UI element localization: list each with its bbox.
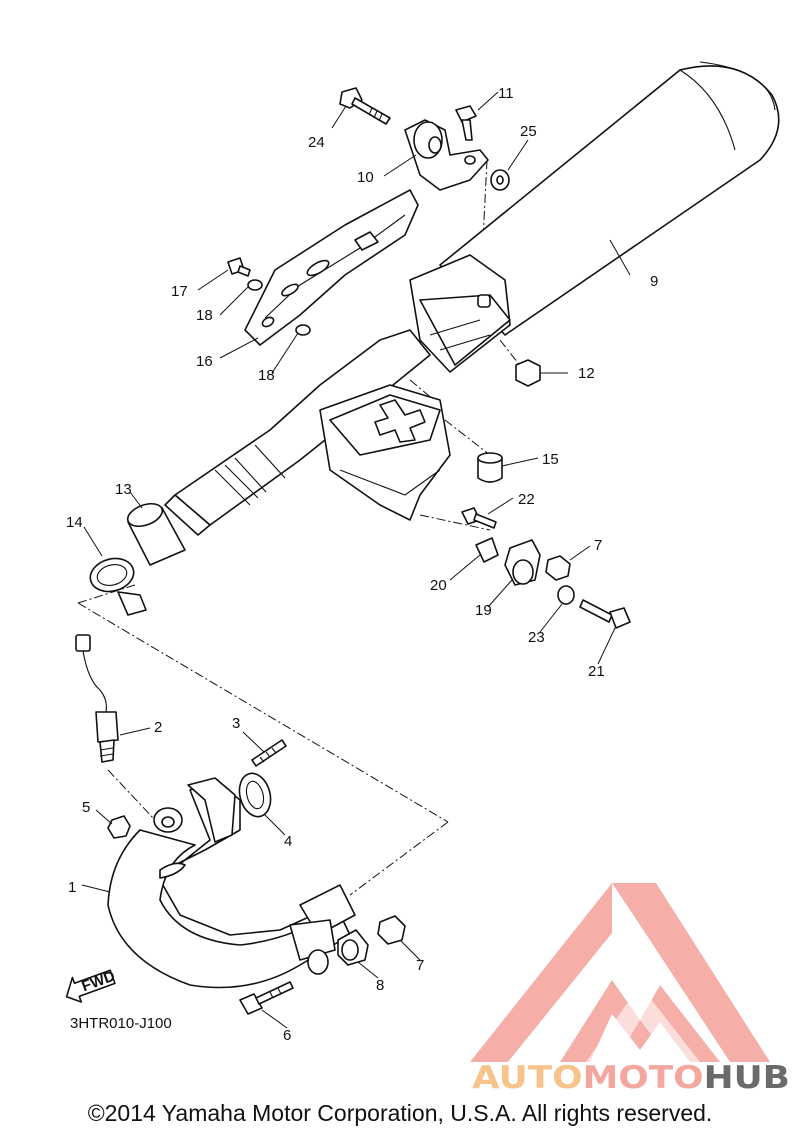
part-label-17: 17: [171, 283, 188, 300]
part-label-22: 22: [518, 491, 535, 508]
nut-12: [515, 359, 541, 387]
bolt-11: [455, 105, 477, 141]
fwd-label: FWD: [79, 968, 117, 996]
collar-20: [475, 537, 499, 563]
part-label-14: 14: [66, 514, 83, 531]
logo-triangle: [470, 883, 770, 1062]
bolt-24: [339, 87, 391, 125]
exhaust-pipe: [107, 777, 356, 989]
part-label-9: 9: [650, 273, 658, 290]
nut-5: [107, 815, 131, 839]
damper-8: [337, 929, 369, 966]
bolt-21: [579, 599, 631, 629]
bracket-10: [404, 119, 489, 191]
washer-18-a: [247, 279, 263, 291]
oxygen-sensor: [75, 634, 119, 763]
washer-23: [557, 585, 575, 605]
part-label-18b: 18: [258, 367, 275, 384]
part-label-7-front: 7: [416, 957, 424, 974]
silencer-pipe: [164, 329, 431, 536]
muffler: [439, 61, 780, 336]
muffler-body: [409, 254, 511, 373]
part-label-20: 20: [430, 577, 447, 594]
part-label-24: 24: [308, 134, 325, 151]
gasket-13: [126, 502, 186, 566]
part-label-19: 19: [475, 602, 492, 619]
watermark-auto: AUTO: [472, 1060, 583, 1096]
stud-bolt-3: [251, 739, 287, 767]
part-label-12: 12: [578, 365, 595, 382]
damper-15: [477, 452, 503, 483]
gasket-4: [238, 772, 272, 818]
part-labels: 11 25 24 10 9 17 18 16 18 12 15 13 22 14…: [66, 85, 658, 1044]
part-label-8: 8: [376, 977, 384, 994]
part-label-7-rear: 7: [594, 537, 602, 554]
copyright-notice: ©2014 Yamaha Motor Corporation, U.S.A. A…: [87, 1100, 713, 1126]
bolt-17: [227, 257, 251, 277]
fwd-arrow: FWD: [65, 968, 117, 1003]
nut-7-rear: [545, 555, 571, 581]
part-label-2: 2: [154, 719, 162, 736]
part-label-10: 10: [357, 169, 374, 186]
watermark-logo: [470, 883, 770, 1062]
part-label-25: 25: [520, 123, 537, 140]
heat-protector: [244, 189, 419, 346]
watermark-hub: HUB: [704, 1060, 790, 1096]
silencer-box: [319, 384, 451, 521]
clamp-14: [89, 557, 147, 616]
part-label-15: 15: [542, 451, 559, 468]
bolt-6: [239, 981, 294, 1015]
bolt-22: [461, 507, 497, 529]
part-label-1: 1: [68, 879, 76, 896]
washer-18-b: [295, 324, 311, 336]
leader-lines: [81, 91, 631, 1029]
part-label-13: 13: [115, 481, 132, 498]
part-label-4: 4: [284, 833, 292, 850]
part-label-21: 21: [588, 663, 605, 680]
part-label-16: 16: [196, 353, 213, 370]
part-label-6: 6: [283, 1027, 291, 1044]
washer-25-hole: [496, 175, 504, 185]
diagram-code: 3HTR010-J100: [70, 1015, 172, 1032]
part-label-3: 3: [232, 715, 240, 732]
watermark-moto: MOTO: [583, 1060, 704, 1096]
logo-g-shape: [586, 985, 700, 1062]
part-label-5: 5: [82, 799, 90, 816]
part-label-11: 11: [498, 85, 514, 102]
damper-19: [504, 539, 541, 586]
part-label-18a: 18: [196, 307, 213, 324]
part-label-23: 23: [528, 629, 545, 646]
nut-7-front: [377, 915, 406, 945]
